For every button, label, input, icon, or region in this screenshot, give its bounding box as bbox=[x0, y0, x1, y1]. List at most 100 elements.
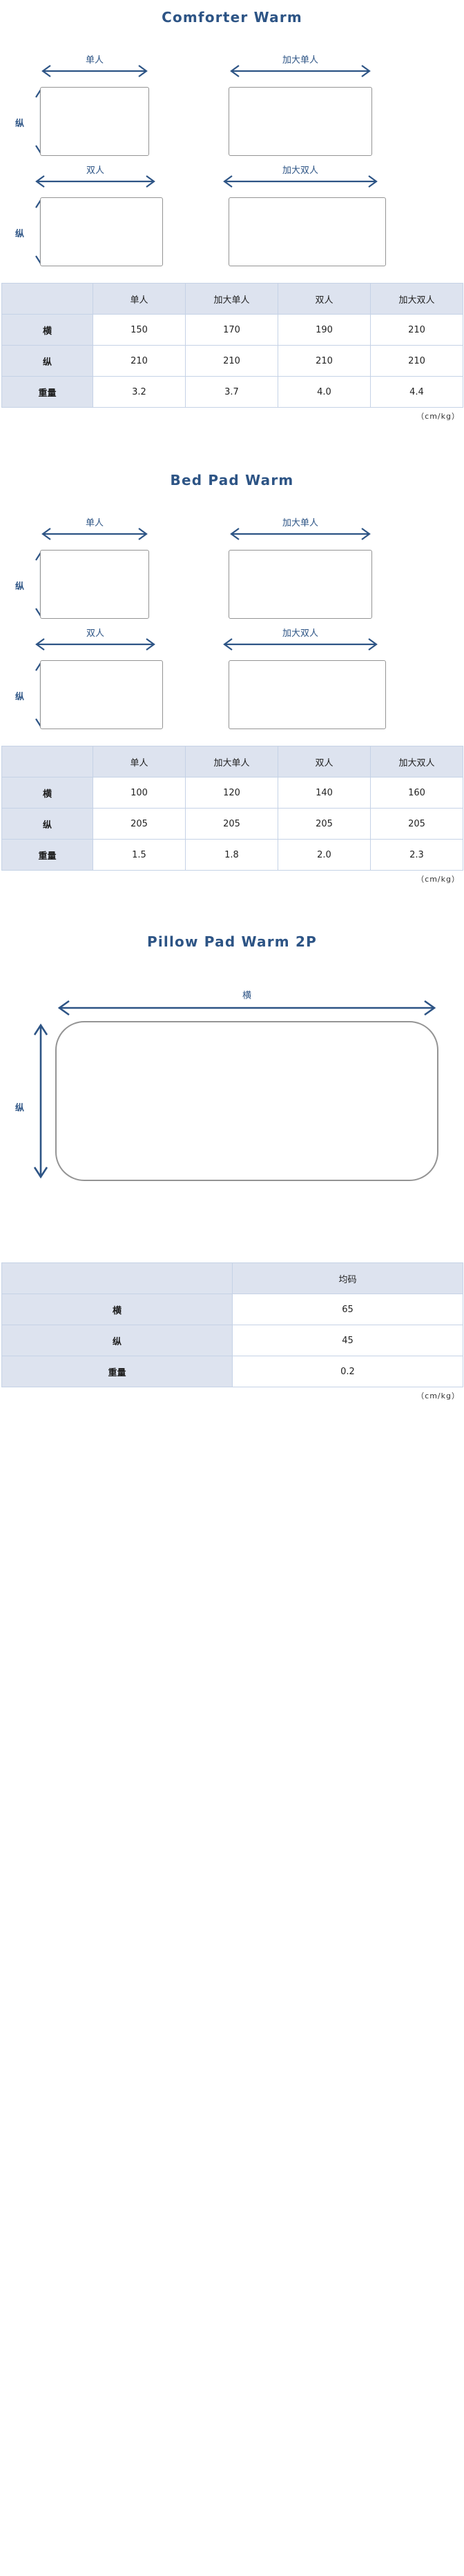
cell-value: 4.0 bbox=[278, 376, 371, 408]
size-label-single-1: 单人 bbox=[85, 55, 104, 66]
cell-value: 45 bbox=[232, 1325, 463, 1356]
table-row: 重量 3.2 3.7 4.0 4.4 bbox=[1, 376, 463, 408]
diagram-comforter: 单人 加大单人 纵 bbox=[0, 28, 464, 266]
col-header-double-xl: 加大双人 bbox=[370, 746, 463, 777]
size-label-single-xl-1: 加大单人 bbox=[282, 55, 318, 66]
table-row: 纵 205 205 205 205 bbox=[1, 808, 463, 840]
spec-table-pillowpad: 均码 横 65 纵 45 重量 0.2 bbox=[1, 1262, 463, 1387]
cell-value: 210 bbox=[370, 345, 463, 377]
size-label-single-2: 单人 bbox=[85, 518, 104, 528]
col-header-blank bbox=[1, 746, 93, 777]
col-header-onesize: 均码 bbox=[232, 1262, 463, 1294]
row-header-weight: 重量 bbox=[1, 1356, 233, 1387]
table-row: 横 100 120 140 160 bbox=[1, 777, 463, 809]
cell-value: 205 bbox=[185, 808, 278, 840]
spacer-before-table-3 bbox=[0, 1221, 464, 1262]
size-guide-page: Comforter Warm 单人 加大单人 纵 bbox=[0, 0, 464, 1411]
width-arrow-double-1 bbox=[33, 174, 157, 189]
cell-value: 190 bbox=[278, 314, 371, 346]
product-box-double-xl-2 bbox=[229, 660, 386, 729]
cell-value: 150 bbox=[93, 314, 186, 346]
table-row: 纵 210 210 210 210 bbox=[1, 345, 463, 377]
section-title-bedpad: Bed Pad Warm bbox=[170, 472, 294, 488]
cell-value: 120 bbox=[185, 777, 278, 809]
cell-value: 210 bbox=[278, 345, 371, 377]
cell-value: 170 bbox=[185, 314, 278, 346]
row-header-weight: 重量 bbox=[1, 376, 93, 408]
col-header-double: 双人 bbox=[278, 283, 371, 315]
cell-value: 4.4 bbox=[370, 376, 463, 408]
unit-note-pillowpad: （cm/kg） bbox=[416, 1391, 460, 1400]
unit-note-comforter: （cm/kg） bbox=[416, 412, 460, 421]
cell-value: 205 bbox=[93, 808, 186, 840]
product-box-double-xl-1 bbox=[229, 197, 386, 266]
cell-value: 210 bbox=[370, 314, 463, 346]
section-title-comforter: Comforter Warm bbox=[162, 9, 302, 26]
top-spacer bbox=[0, 0, 464, 7]
width-arrow-single-2 bbox=[39, 526, 150, 542]
cell-value: 205 bbox=[370, 808, 463, 840]
spacer-section-3 bbox=[0, 884, 464, 931]
table-row: 重量 0.2 bbox=[1, 1356, 463, 1387]
cell-value: 100 bbox=[93, 777, 186, 809]
table-row: 横 65 bbox=[1, 1294, 463, 1325]
row-header-length: 纵 bbox=[1, 808, 93, 840]
cell-value: 140 bbox=[278, 777, 371, 809]
cell-value: 2.0 bbox=[278, 839, 371, 871]
row-header-length: 纵 bbox=[1, 1325, 233, 1356]
product-box-single-xl-2 bbox=[229, 550, 372, 619]
width-arrow-double-2 bbox=[33, 637, 157, 652]
cell-value: 210 bbox=[185, 345, 278, 377]
row-header-width: 横 bbox=[1, 777, 93, 809]
table-header-row: 均码 bbox=[1, 1262, 463, 1294]
section-title-pillowpad: Pillow Pad Warm 2P bbox=[147, 933, 317, 950]
size-label-double-xl-2: 加大双人 bbox=[282, 628, 318, 639]
cell-value: 210 bbox=[93, 345, 186, 377]
col-header-single-xl: 加大单人 bbox=[185, 746, 278, 777]
cell-value: 0.2 bbox=[232, 1356, 463, 1387]
product-box-single-1 bbox=[40, 87, 149, 156]
height-label-4: 纵 bbox=[15, 692, 25, 702]
width-arrow-single-xl-1 bbox=[228, 63, 373, 79]
unit-note-bedpad: （cm/kg） bbox=[416, 875, 460, 884]
cell-value: 2.3 bbox=[370, 839, 463, 871]
cell-value: 1.8 bbox=[185, 839, 278, 871]
cell-value: 3.7 bbox=[185, 376, 278, 408]
col-header-double-xl: 加大双人 bbox=[370, 283, 463, 315]
product-box-double-2 bbox=[40, 660, 163, 729]
height-label-1: 纵 bbox=[15, 119, 25, 129]
size-label-double-1: 双人 bbox=[86, 166, 104, 176]
cell-value: 205 bbox=[278, 808, 371, 840]
cell-value: 1.5 bbox=[93, 839, 186, 871]
product-box-pillow bbox=[55, 1021, 438, 1181]
spec-table-comforter: 单人 加大单人 双人 加大双人 横 150 170 190 210 纵 210 … bbox=[1, 283, 463, 408]
spacer-section-2 bbox=[0, 422, 464, 470]
table-row: 重量 1.5 1.8 2.0 2.3 bbox=[1, 839, 463, 871]
col-header-single-xl: 加大单人 bbox=[185, 283, 278, 315]
width-arrow-single-xl-2 bbox=[228, 526, 373, 542]
cell-value: 65 bbox=[232, 1294, 463, 1325]
height-label-2: 纵 bbox=[15, 229, 25, 239]
spec-table-bedpad: 单人 加大单人 双人 加大双人 横 100 120 140 160 纵 205 … bbox=[1, 746, 463, 871]
row-header-weight: 重量 bbox=[1, 839, 93, 871]
height-label-3: 纵 bbox=[15, 582, 25, 592]
diagram-bedpad: 单人 加大单人 纵 双人 加大双人 bbox=[0, 491, 464, 729]
size-label-single-xl-2: 加大单人 bbox=[282, 518, 318, 528]
col-header-blank bbox=[1, 1262, 233, 1294]
width-label-pillow: 横 bbox=[242, 991, 251, 1001]
height-label-pillow: 纵 bbox=[15, 1103, 25, 1113]
table-header-row: 单人 加大单人 双人 加大双人 bbox=[1, 283, 463, 315]
cell-value: 160 bbox=[370, 777, 463, 809]
product-box-single-2 bbox=[40, 550, 149, 619]
diagram-pillowpad: 横 纵 bbox=[0, 952, 464, 1221]
row-header-width: 横 bbox=[1, 1294, 233, 1325]
col-header-blank bbox=[1, 283, 93, 315]
width-arrow-double-xl-1 bbox=[221, 174, 380, 189]
size-label-double-xl-1: 加大双人 bbox=[282, 166, 318, 176]
table-row: 横 150 170 190 210 bbox=[1, 314, 463, 346]
row-header-width: 横 bbox=[1, 314, 93, 346]
bottom-spacer bbox=[0, 1401, 464, 1411]
cell-value: 3.2 bbox=[93, 376, 186, 408]
height-arrow-pillow bbox=[32, 1021, 48, 1181]
row-header-length: 纵 bbox=[1, 345, 93, 377]
